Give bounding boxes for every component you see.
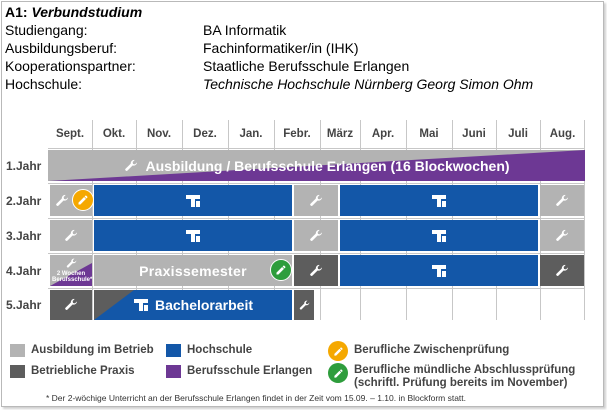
grid-line xyxy=(48,218,585,219)
y1-bar-label: Ausbildung / Berufsschule Erlangen (16 B… xyxy=(145,157,510,174)
th-logo-icon xyxy=(185,194,201,208)
info-value-ausbildungsberuf: Fachinformatiker/in (IHK) xyxy=(203,40,359,56)
y4-sept-background xyxy=(50,255,92,286)
y1-bar-background xyxy=(48,150,585,181)
info-value-kooperationspartner: Staatliche Berufsschule Erlangen xyxy=(203,58,410,74)
y4-praxis-febr xyxy=(294,255,338,286)
y5-bachelorarbeit: Bachelorarbeit xyxy=(94,290,292,320)
month-febr: Febr. xyxy=(283,128,311,140)
th-logo-icon xyxy=(431,194,447,208)
wrench-icon xyxy=(63,228,79,244)
footnote: * Der 2-wöchige Unterricht an der Berufs… xyxy=(46,393,467,403)
y2-hochschule-sommersemester xyxy=(340,185,538,216)
y5-praxis-sept xyxy=(50,290,92,320)
year-label-3: 3.Jahr xyxy=(6,229,42,243)
info-label-hochschule: Hochschule: xyxy=(5,76,83,92)
info-label-studiengang: Studiengang: xyxy=(5,22,88,38)
month-juli: Juli xyxy=(508,128,528,140)
legend-label-abschlusspruefung: Berufliche mündliche Abschlussprüfung xyxy=(354,364,576,376)
wrench-icon xyxy=(63,297,79,313)
legend-abschlusspruefung-icon xyxy=(328,363,348,383)
month-nov: Nov. xyxy=(146,128,172,140)
legend-label-hochschule: Hochschule xyxy=(187,344,253,356)
y5-bachelor-background xyxy=(94,290,292,320)
year-label-5: 5.Jahr xyxy=(6,298,42,312)
y3-ausbildung-aug xyxy=(540,220,584,251)
legend-swatch-ausbildung xyxy=(10,344,25,357)
wrench-icon xyxy=(123,158,139,174)
y1-ausbildung-berufsschule-bar: Ausbildung / Berufsschule Erlangen (16 B… xyxy=(48,150,585,181)
y3-hochschule-sommersemester xyxy=(340,220,538,251)
info-value-hochschule: Technische Hochschule Nürnberg Georg Sim… xyxy=(203,76,534,92)
y4-berufsschule-note: 2 Wochen Berufsschule* xyxy=(52,271,93,283)
th-logo-icon xyxy=(133,298,149,312)
pencil-icon xyxy=(275,264,287,276)
month-jan: Jan. xyxy=(239,128,263,140)
abschlusspruefung-badge xyxy=(270,259,292,281)
wrench-icon xyxy=(308,263,324,279)
th-logo-icon xyxy=(431,229,447,243)
legend-swatch-berufsschule xyxy=(166,365,181,378)
wrench-icon xyxy=(554,263,570,279)
legend-label-praxis: Betriebliche Praxis xyxy=(31,365,135,377)
grid-line xyxy=(48,183,585,184)
y2-ausbildung-aug xyxy=(540,185,584,216)
wrench-icon xyxy=(54,193,70,209)
y3-sept-ausbildung xyxy=(50,220,92,251)
info-value-studiengang: BA Informatik xyxy=(203,22,287,38)
th-logo-icon xyxy=(185,229,201,243)
year-label-1: 1.Jahr xyxy=(6,159,42,173)
y2-ausbildung-febr xyxy=(294,185,338,216)
y5-bachelor-label: Bachelorarbeit xyxy=(154,297,254,313)
year-label-2: 2.Jahr xyxy=(6,194,42,208)
legend-zwischenpruefung-icon xyxy=(328,341,348,361)
y4-praxissemester-label: Praxissemester xyxy=(139,262,247,279)
y4-sept-ausbildung-berufsschule: 2 Wochen Berufsschule* xyxy=(50,255,92,286)
month-maerz: März xyxy=(326,128,354,140)
wrench-icon xyxy=(298,299,311,312)
th-logo-icon xyxy=(431,264,447,278)
grid-line xyxy=(584,120,585,320)
legend-swatch-praxis xyxy=(10,365,25,378)
month-apr: Apr. xyxy=(371,128,395,140)
y5-praxis-febr xyxy=(294,290,314,320)
grid-line xyxy=(92,120,93,320)
legend-label-ausbildung: Ausbildung im Betrieb xyxy=(31,344,154,356)
month-mai: Mai xyxy=(419,128,439,140)
month-aug: Aug. xyxy=(549,128,576,140)
wrench-icon xyxy=(554,228,570,244)
grid-line xyxy=(48,148,585,149)
title-prefix: A1: xyxy=(5,4,32,20)
month-dez: Dez. xyxy=(193,128,217,140)
wrench-icon xyxy=(554,193,570,209)
y2-hochschule-wintersemester xyxy=(94,185,292,216)
grid-line xyxy=(48,253,585,254)
y5-bachelor-content: Bachelorarbeit xyxy=(133,297,253,313)
y1-bar-content: Ausbildung / Berufsschule Erlangen (16 B… xyxy=(123,157,510,174)
legend-label-berufsschule: Berufsschule Erlangen xyxy=(187,365,313,377)
y4-praxis-aug xyxy=(540,255,584,286)
wrench-icon xyxy=(308,228,324,244)
month-juni: Juni xyxy=(462,128,486,140)
year-label-4: 4.Jahr xyxy=(6,264,42,278)
y4-praxissemester: Praxissemester xyxy=(94,255,292,286)
y3-hochschule-wintersemester xyxy=(94,220,292,251)
y4-hochschule-sommersemester xyxy=(340,255,538,286)
pencil-icon xyxy=(77,194,89,206)
wrench-icon xyxy=(65,257,78,270)
wrench-icon xyxy=(308,193,324,209)
zwischenpruefung-badge xyxy=(72,189,94,211)
info-label-ausbildungsberuf: Ausbildungsberuf: xyxy=(5,40,118,56)
legend-label-abschlusspruefung-note: (schriftl. Prüfung bereits im November) xyxy=(354,377,568,389)
page-title: A1: Verbundstudium xyxy=(5,4,142,20)
info-label-kooperationspartner: Kooperationspartner: xyxy=(5,58,136,74)
month-sept: Sept. xyxy=(55,128,85,140)
y3-ausbildung-febr xyxy=(294,220,338,251)
month-okt: Okt. xyxy=(102,128,126,140)
legend-swatch-hochschule xyxy=(166,344,181,357)
grid-line xyxy=(48,288,585,289)
title-name: Verbundstudium xyxy=(31,4,143,20)
legend-label-zwischenpruefung: Berufliche Zwischenprüfung xyxy=(354,344,510,356)
